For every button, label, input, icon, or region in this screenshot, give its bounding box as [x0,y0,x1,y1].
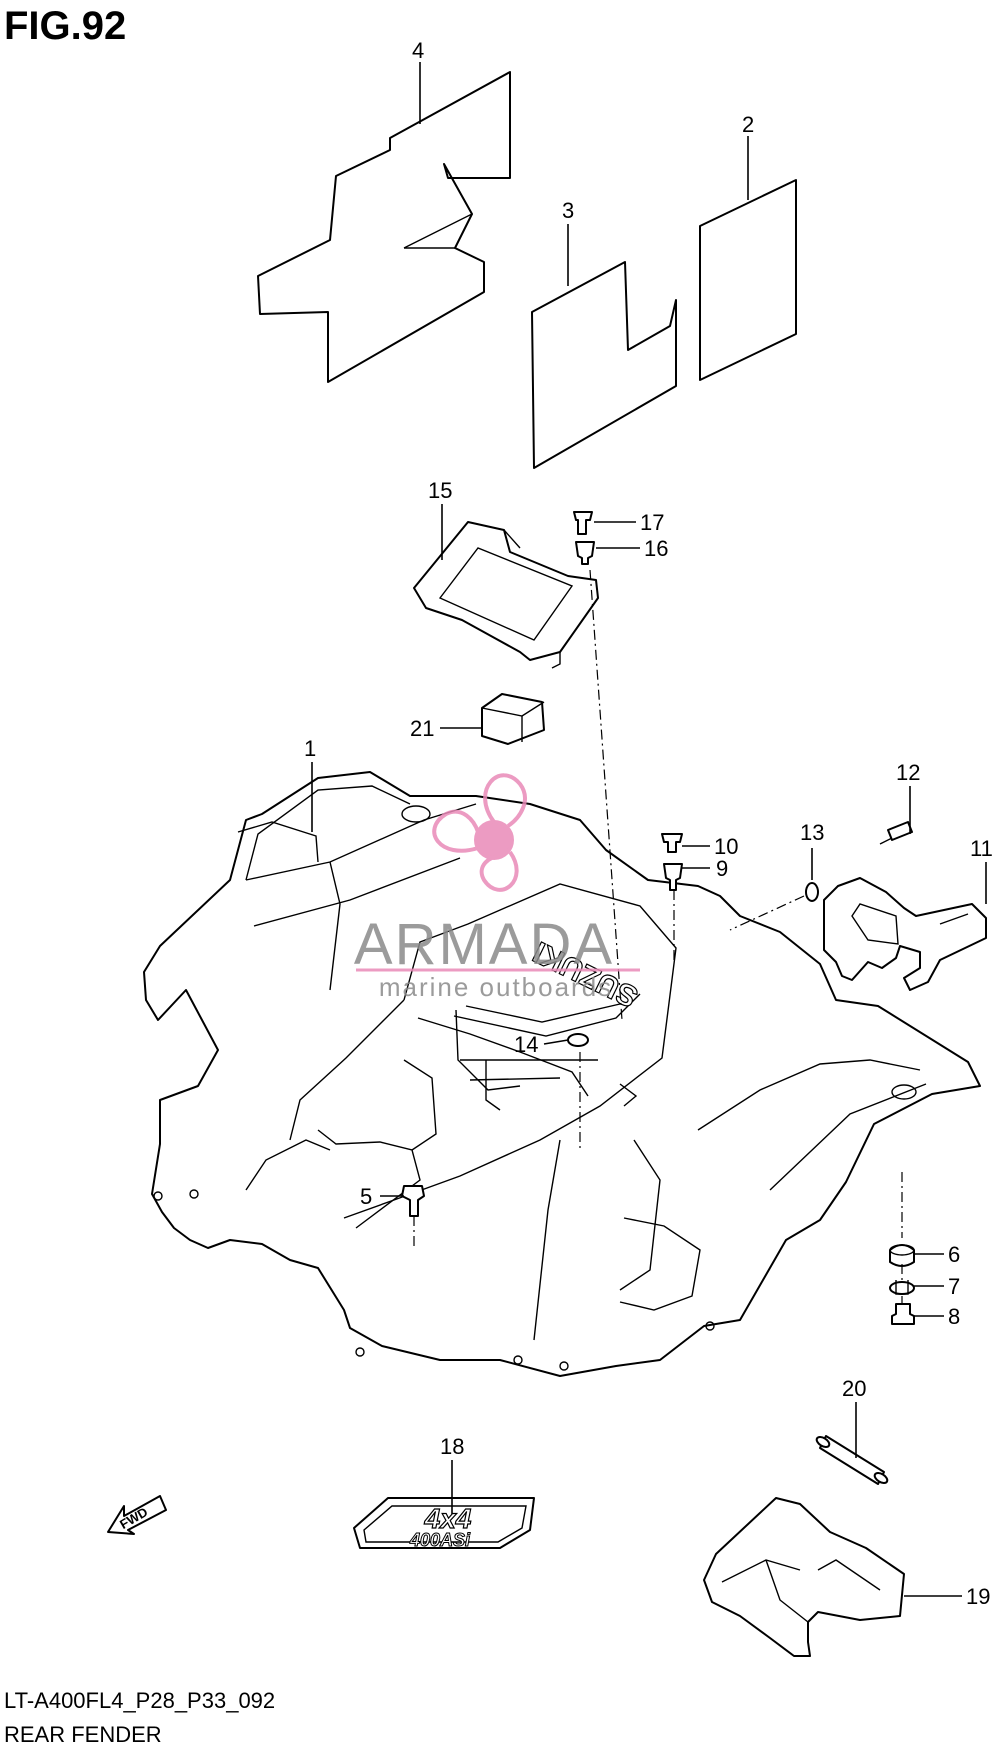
assembly-lines [413,569,903,1304]
part-13-washer[interactable] [805,882,819,902]
part-12-screw[interactable] [879,821,913,845]
callout-7: 7 [948,1274,960,1299]
part-2-decal[interactable] [699,179,797,381]
callout-9: 9 [716,856,728,881]
fwd-arrow-icon: FWD [107,1495,167,1535]
callout-16: 16 [644,536,668,561]
part-1-rear-fender[interactable] [143,771,981,1377]
callout-18: 18 [440,1434,464,1459]
propeller-logo-icon [432,773,527,892]
watermark-brand: ARMADA [354,912,614,977]
figure-title: FIG.92 [4,4,127,48]
part-15-tool-tray[interactable] [413,521,599,669]
badge-4x4-text: 4x4 [424,1503,472,1534]
section-name: REAR FENDER [4,1722,162,1747]
part-20-pin[interactable] [815,1435,889,1485]
callout-8: 8 [948,1304,960,1329]
callout-13: 13 [800,820,824,845]
callout-6: 6 [948,1242,960,1267]
callout-5: 5 [360,1184,372,1209]
part-21-foam-block[interactable] [481,693,545,745]
callout-20: 20 [842,1376,866,1401]
leader-lines [311,62,987,1597]
badge-model-text: 400ASi [409,1530,471,1550]
callout-14: 14 [514,1032,538,1057]
callout-3: 3 [562,198,574,223]
callout-21: 21 [410,716,434,741]
part-18-badge[interactable]: 4x4 400ASi [353,1497,535,1551]
callout-19: 19 [966,1584,990,1609]
callout-1: 1 [304,736,316,761]
callout-11: 11 [970,836,993,861]
callout-10: 10 [714,834,738,859]
part-3-decal[interactable] [531,261,677,469]
part-16-clip[interactable] [575,541,595,565]
part-6-cushion[interactable] [889,1244,915,1267]
watermark: ARMADA marine outboards [354,773,640,1002]
part-11-bracket[interactable] [823,877,987,991]
part-17-screw[interactable] [573,511,593,535]
part-7-washer[interactable] [889,1280,915,1295]
part-19-cover[interactable] [703,1497,905,1657]
callout-labels: 4 2 3 15 17 16 21 1 12 13 11 10 9 14 5 6… [304,38,993,1609]
callout-2: 2 [742,112,754,137]
part-4-decal[interactable] [257,71,511,383]
callout-17: 17 [640,510,664,535]
watermark-tagline: marine outboards [379,972,613,1002]
part-5-bolt[interactable] [401,1185,425,1217]
callout-15: 15 [428,478,452,503]
part-8-bolt[interactable] [891,1303,915,1325]
callout-4: 4 [412,38,424,63]
part-9-clip[interactable] [663,863,683,891]
callout-12: 12 [896,760,920,785]
part-14-grommet[interactable] [567,1033,589,1047]
part-10-screw[interactable] [661,833,683,853]
model-code: LT-A400FL4_P28_P33_092 [4,1688,276,1713]
